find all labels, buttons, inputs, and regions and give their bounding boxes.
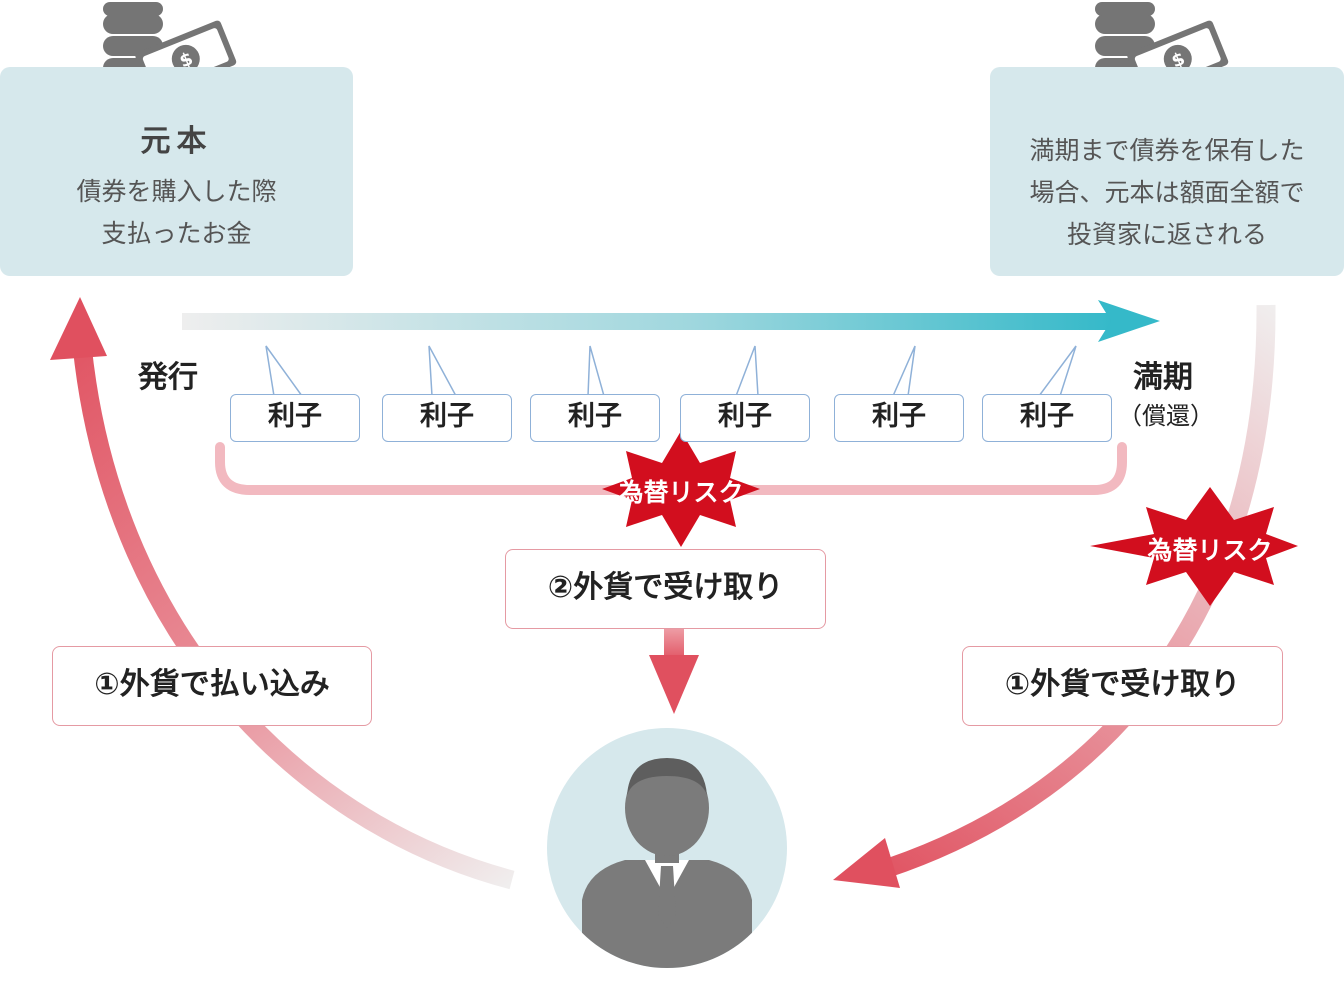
interest-box: 利子 — [530, 394, 660, 442]
principal-box: 元本 債券を購入した際 支払ったお金 — [0, 67, 353, 276]
maturity-desc-line1: 満期まで債券を保有した — [1029, 136, 1305, 165]
receive-interest-label: ②外貨で受け取り — [505, 549, 826, 629]
fx-risk-right-label: 為替リスク — [1147, 536, 1273, 565]
receive-principal-label: ①外貨で受け取り — [962, 646, 1283, 726]
receive-principal-arrowhead — [833, 838, 900, 888]
interest-box: 利子 — [382, 394, 512, 442]
interest-callout-tails — [265, 345, 1077, 397]
receive-interest-arrow-shaft — [664, 628, 684, 662]
interest-box: 利子 — [834, 394, 964, 442]
investor-avatar — [547, 728, 787, 968]
principal-title: 元本 — [140, 124, 213, 159]
fx-risk-burst-right — [1090, 487, 1298, 606]
receive-interest-arrowhead — [649, 655, 699, 714]
fx-risk-center-label: 為替リスク — [618, 478, 744, 507]
timeline-bar — [182, 313, 1112, 330]
maturity-box: 満期まで債券を保有した 場合、元本は額面全額で 投資家に返される — [990, 67, 1344, 276]
fx-risk-burst-center — [602, 431, 760, 547]
maturity-label: 満期 — [1133, 360, 1193, 395]
pay-in-label: ①外貨で払い込み — [52, 646, 372, 726]
principal-desc-line2: 支払ったお金 — [101, 219, 252, 248]
interest-box: 利子 — [680, 394, 810, 442]
pay-in-arrowhead — [50, 297, 107, 360]
maturity-desc-line3: 投資家に返される — [1066, 220, 1267, 249]
timeline-arrowhead — [1098, 300, 1160, 342]
redemption-label: （償還） — [1118, 402, 1214, 430]
issue-label: 発行 — [138, 360, 198, 395]
necktie-icon — [658, 866, 676, 928]
interest-box: 利子 — [982, 394, 1112, 442]
interest-box: 利子 — [230, 394, 360, 442]
principal-desc-line1: 債券を購入した際 — [76, 177, 277, 206]
maturity-desc-line2: 場合、元本は額面全額で — [1029, 178, 1305, 207]
